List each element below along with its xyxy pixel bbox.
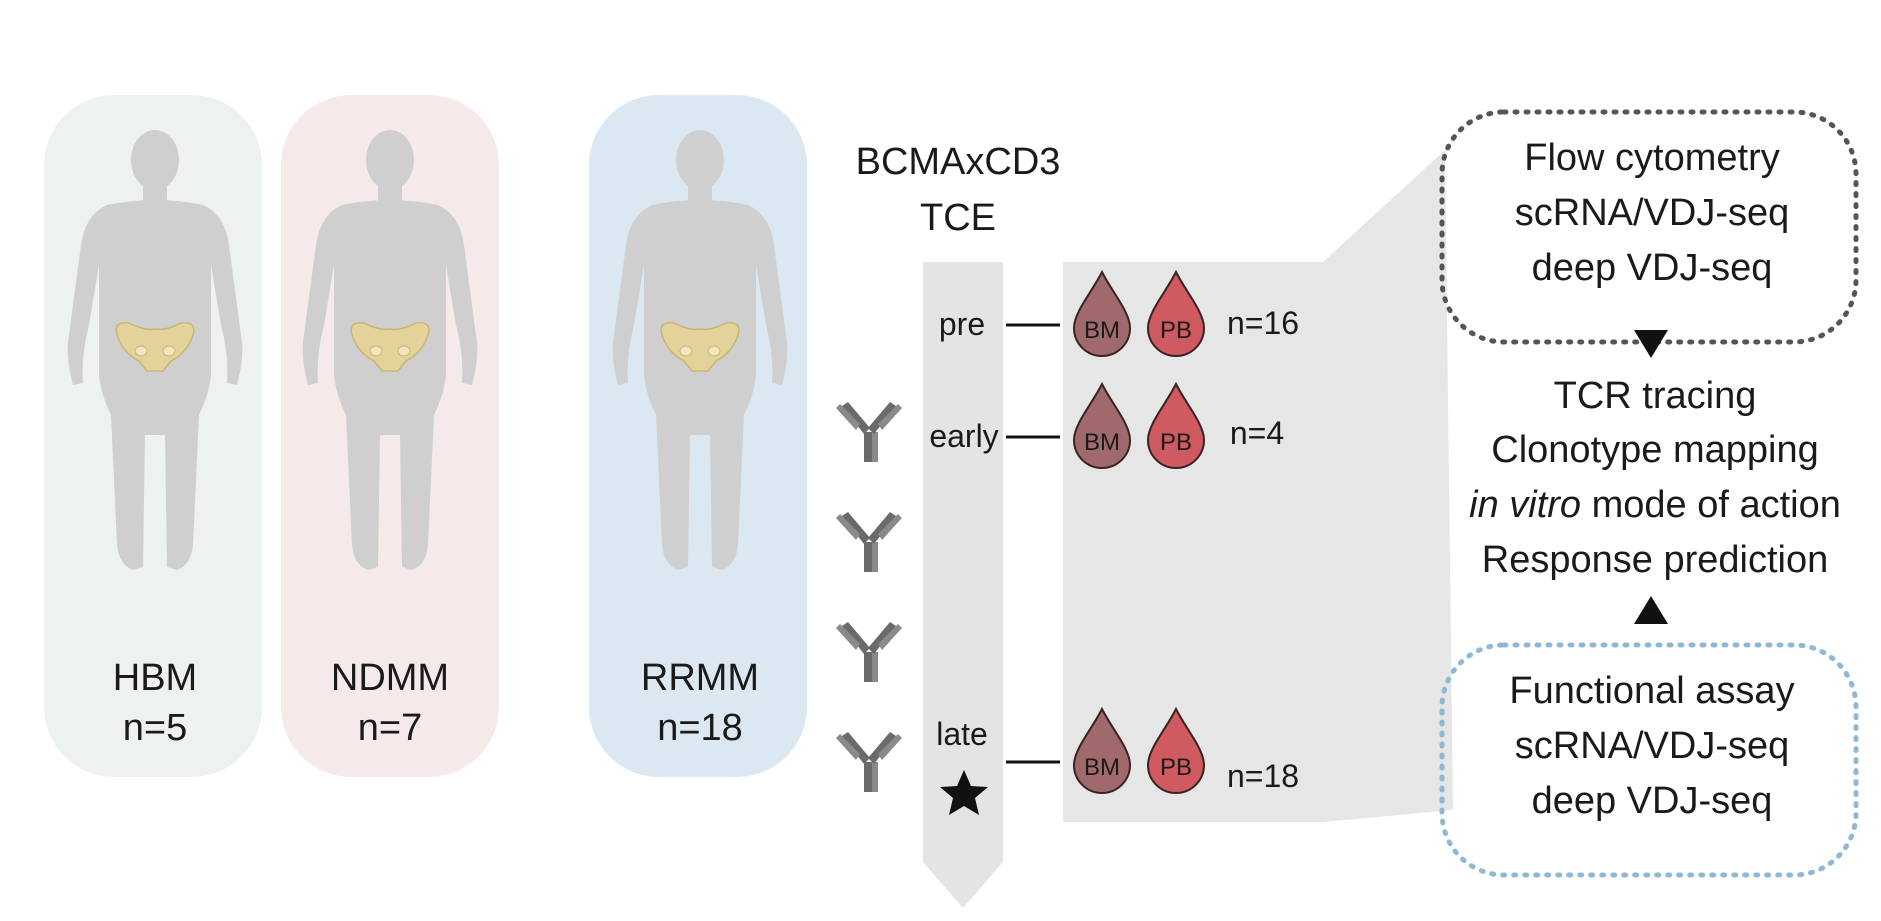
cohort-name: NDMM bbox=[331, 657, 449, 699]
bottom-box-line: Functional assay bbox=[1509, 670, 1794, 712]
analysis-italic: in vitro bbox=[1469, 484, 1581, 526]
cohort-panel-rrmm: RRMM n=18 bbox=[589, 95, 807, 777]
treatment-title-line1: BCMAxCD3 bbox=[856, 141, 1061, 183]
sample-count: n=18 bbox=[1227, 758, 1299, 794]
triangle-arrow-icon bbox=[1634, 596, 1668, 624]
analysis-line: Clonotype mapping bbox=[1491, 429, 1818, 471]
cohort-n: n=7 bbox=[358, 707, 422, 749]
cohort-name: HBM bbox=[113, 657, 197, 699]
sample-count: n=16 bbox=[1227, 305, 1299, 341]
cohort-panel-ndmm: NDMM n=7 bbox=[281, 95, 499, 777]
cohort-n: n=5 bbox=[123, 707, 187, 749]
cohort-name: RRMM bbox=[641, 657, 759, 699]
cohort-n: n=18 bbox=[657, 707, 743, 749]
timepoint-early: early bbox=[929, 418, 998, 454]
cohort-panel-hbm: HBM n=5 bbox=[44, 95, 262, 777]
bm-label: BM bbox=[1084, 754, 1120, 781]
sample-row-late: BM PB n=18 bbox=[1073, 708, 1299, 794]
timepoint-late: late bbox=[936, 716, 988, 752]
antibody-icon bbox=[836, 622, 902, 682]
antibody-icon bbox=[836, 512, 902, 572]
bottom-box-line: scRNA/VDJ-seq bbox=[1515, 725, 1790, 767]
pb-label: PB bbox=[1160, 754, 1192, 781]
bottom-methods-box bbox=[1439, 642, 1859, 878]
bottom-box-line: deep VDJ-seq bbox=[1532, 780, 1773, 822]
timepoint-pre: pre bbox=[939, 306, 985, 342]
bm-label: BM bbox=[1084, 429, 1120, 456]
pb-label: PB bbox=[1160, 429, 1192, 456]
analysis-line: Response prediction bbox=[1482, 539, 1828, 581]
top-box-line: scRNA/VDJ-seq bbox=[1515, 192, 1790, 234]
bm-label: BM bbox=[1084, 317, 1120, 344]
sample-row-early: BM PB n=4 bbox=[1073, 383, 1284, 469]
antibody-icon bbox=[836, 732, 902, 792]
treatment-title-line2: TCE bbox=[920, 197, 996, 239]
star-icon bbox=[940, 770, 988, 815]
analysis-line: TCR tracing bbox=[1554, 375, 1757, 417]
top-box-line: Flow cytometry bbox=[1524, 137, 1779, 179]
sample-count: n=4 bbox=[1230, 415, 1284, 451]
analysis-line: in vitro mode of action bbox=[1469, 484, 1841, 526]
antibody-icon bbox=[836, 402, 902, 462]
pb-label: PB bbox=[1160, 317, 1192, 344]
zoom-connector bbox=[1323, 150, 1453, 822]
timeline-arrow bbox=[923, 262, 1003, 908]
sample-row-pre: BM PB n=16 bbox=[1073, 271, 1299, 357]
analysis-rest: mode of action bbox=[1581, 484, 1841, 526]
top-box-line: deep VDJ-seq bbox=[1532, 247, 1773, 289]
triangle-arrow-icon bbox=[1634, 330, 1668, 358]
